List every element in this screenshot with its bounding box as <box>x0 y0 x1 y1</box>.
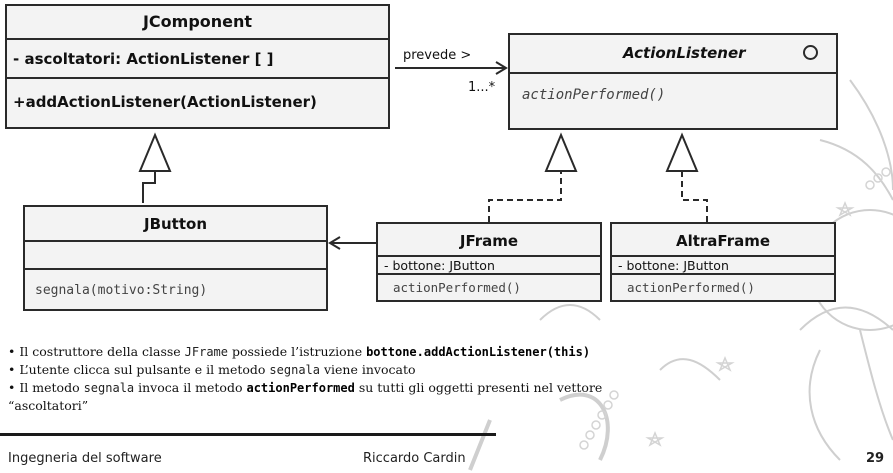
association-multiplicity: 1...* <box>468 80 496 95</box>
class-attribute: - bottone: JButton <box>384 258 495 273</box>
class-name: JButton <box>143 215 208 233</box>
class-method: actionPerformed() <box>627 280 755 295</box>
interface-lollipop-icon <box>803 45 818 60</box>
jframe-realization-triangle <box>544 132 578 172</box>
class-method: segnala(motivo:String) <box>35 283 208 298</box>
class-name: AltraFrame <box>675 232 771 250</box>
bullet-2: • L’utente clicca sul pulsante e il meto… <box>8 362 416 377</box>
interface-actionlistener: ActionListener actionPerformed() <box>508 33 838 130</box>
bullet-text: Il costruttore della classe <box>19 344 185 359</box>
footer-divider <box>0 433 496 436</box>
jbutton-inheritance-line <box>142 171 156 203</box>
bullet-text: invoca il metodo <box>134 380 247 395</box>
bullet-code: segnala <box>83 381 135 395</box>
altraframe-realization-line <box>681 171 708 222</box>
jbutton-inheritance-triangle <box>138 132 172 172</box>
association-arrowhead <box>495 61 508 75</box>
class-attribute: - ascoltatori: ActionListener [ ] <box>13 50 274 68</box>
class-jframe: JFrame - bottone: JButton actionPerforme… <box>376 222 602 302</box>
class-jbutton: JButton segnala(motivo:String) <box>23 205 328 311</box>
bullet-code: segnala <box>269 363 320 377</box>
interface-method: actionPerformed() <box>522 87 666 103</box>
bullet-code-bold: actionPerformed <box>246 381 355 395</box>
class-method: +addActionListener(ActionListener) <box>13 93 317 111</box>
bullet-code: JFrame <box>184 345 229 359</box>
bullet-text: viene invocato <box>320 362 416 377</box>
altraframe-realization-triangle <box>665 132 699 172</box>
class-attribute: - bottone: JButton <box>618 258 729 273</box>
class-altraframe: AltraFrame - bottone: JButton actionPerf… <box>610 222 836 302</box>
bullet-text: Il metodo <box>19 380 84 395</box>
bullet-3-continuation: “ascoltatori” <box>8 398 89 413</box>
jframe-jbutton-arrowhead <box>328 236 341 250</box>
bullet-3: • Il metodo segnala invoca il metodo act… <box>8 380 603 395</box>
class-method: actionPerformed() <box>393 280 521 295</box>
class-name: JComponent <box>142 12 253 31</box>
footer-course: Ingegneria del software <box>8 451 162 466</box>
description-bullets: • Il costruttore della classe JFrame pos… <box>8 343 808 414</box>
footer-author: Riccardo Cardin <box>363 451 466 466</box>
interface-name: ActionListener <box>623 44 746 62</box>
jframe-realization-line <box>488 171 562 222</box>
bullet-code-bold: bottone.addActionListener(this) <box>366 345 591 359</box>
bullet-text: L’utente clicca sul pulsante e il metodo <box>19 362 270 377</box>
bullet-text: possiede l’istruzione <box>228 344 367 359</box>
bullet-text: su tutti gli oggetti presenti nel vettor… <box>354 380 603 395</box>
footer-page-number: 29 <box>866 451 885 466</box>
bullet-1: • Il costruttore della classe JFrame pos… <box>8 344 591 359</box>
class-name: JFrame <box>459 232 519 250</box>
class-jcomponent: JComponent - ascoltatori: ActionListener… <box>5 4 390 129</box>
association-label: prevede > <box>403 48 472 63</box>
